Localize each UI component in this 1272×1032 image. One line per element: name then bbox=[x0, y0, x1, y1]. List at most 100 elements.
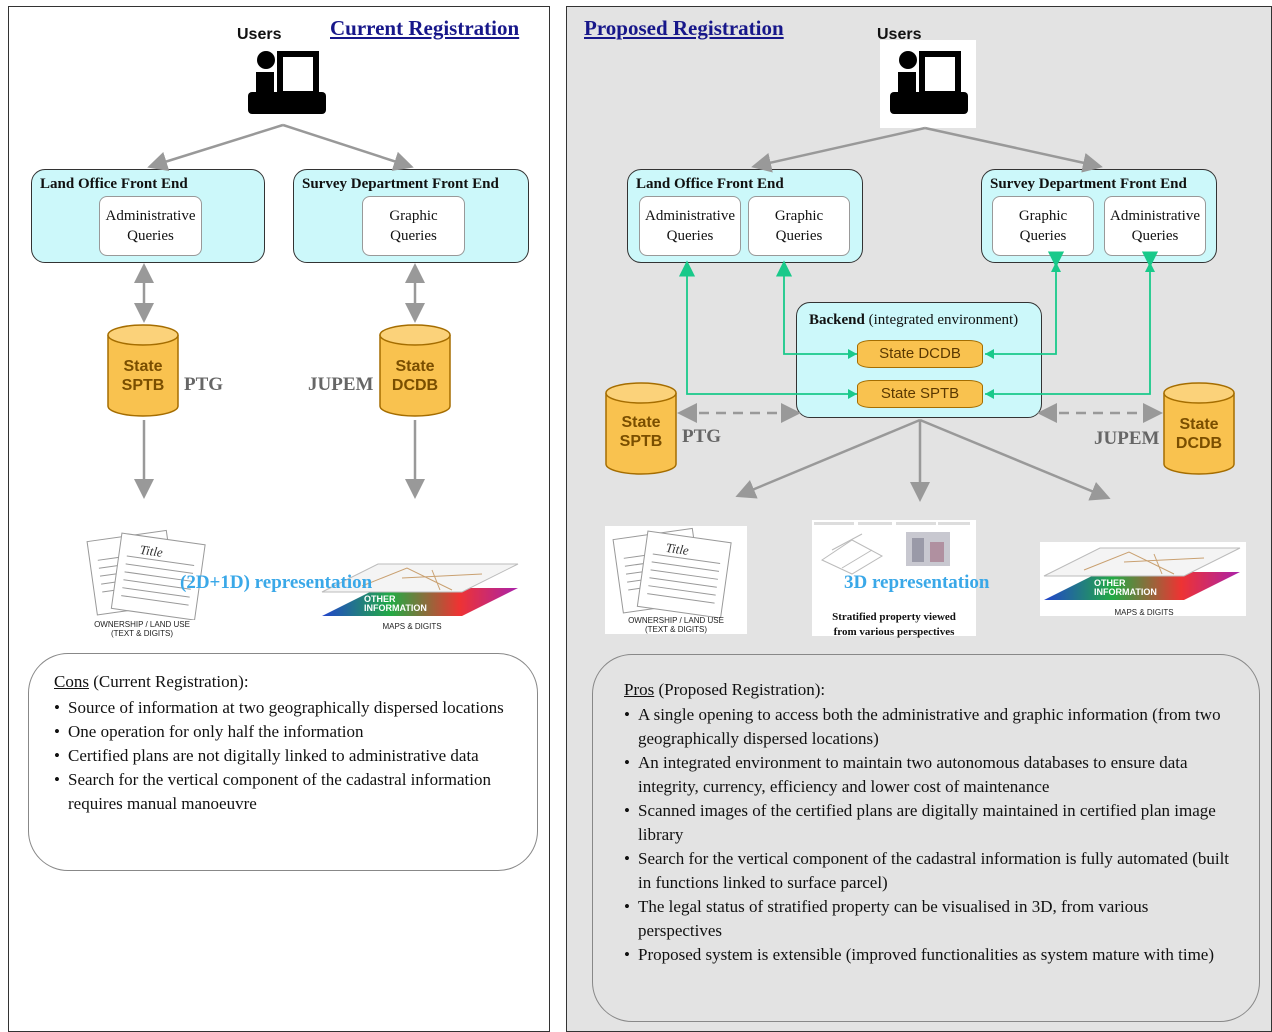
db-label: State bbox=[1179, 416, 1219, 433]
other-info-line: OTHER bbox=[364, 594, 396, 604]
document-stack-icon: Title bbox=[86, 529, 206, 620]
query-label: Graphic bbox=[1018, 208, 1068, 224]
stratified-line: from various perspectives bbox=[833, 626, 955, 638]
stratified-caption: Stratified property viewed from various … bbox=[812, 610, 976, 640]
pros-item: Proposed system is extensible (improved … bbox=[624, 943, 1230, 967]
representation-label: (2D+1D) representation bbox=[180, 572, 373, 593]
layered-map-icon: OTHER INFORMATION bbox=[1043, 547, 1241, 600]
ownership-label: OWNERSHIP / LAND USE (TEXT & DIGITS) bbox=[606, 616, 746, 634]
survey-department-title: Survey Department Front End bbox=[990, 176, 1187, 192]
query-label: Graphic bbox=[774, 208, 824, 224]
query-label: Queries bbox=[390, 228, 437, 244]
graphic-queries-box: Graphic Queries bbox=[362, 196, 465, 256]
backend-title: Backend (integrated environment) bbox=[809, 312, 1018, 329]
query-label: Queries bbox=[666, 228, 714, 244]
state-dcdb-backend-db: State DCDB bbox=[857, 340, 983, 368]
3d-view-image: Stratified property viewed from various … bbox=[812, 520, 976, 638]
survey-department-title: Survey Department Front End bbox=[302, 176, 499, 192]
representation-label: 3D representation bbox=[844, 572, 990, 593]
pros-title-word: Pros bbox=[624, 680, 655, 699]
db-label: SPTB bbox=[121, 377, 165, 394]
pros-list: A single opening to access both the admi… bbox=[624, 703, 1230, 967]
pros-item: A single opening to access both the admi… bbox=[624, 703, 1230, 751]
query-label: Administrative bbox=[105, 208, 196, 224]
query-label: Queries bbox=[127, 228, 174, 244]
land-office-front-end: Land Office Front End Administrative Que… bbox=[31, 169, 265, 263]
jupem-label: JUPEM bbox=[308, 374, 374, 395]
ptg-label: PTG bbox=[682, 426, 722, 447]
cons-title: Cons (Current Registration): bbox=[54, 672, 249, 692]
ownership-label: OWNERSHIP / LAND USE (TEXT & DIGITS) bbox=[72, 620, 212, 638]
query-label: Queries bbox=[775, 228, 823, 244]
maps-label: MAPS & DIGITS bbox=[382, 622, 442, 631]
administrative-queries-box: Administrative Queries bbox=[99, 196, 202, 256]
user-at-computer-icon bbox=[248, 51, 326, 114]
ownership-line: OWNERSHIP / LAND USE bbox=[94, 620, 190, 629]
query-label: Administrative bbox=[1110, 208, 1200, 224]
backend-title-bold: Backend bbox=[809, 312, 865, 328]
pros-box bbox=[592, 654, 1260, 1022]
state-sptb-database: State SPTB bbox=[604, 381, 678, 476]
title-card-word: Title bbox=[139, 542, 164, 560]
db-label: State bbox=[395, 358, 435, 375]
proposed-registration-heading: Proposed Registration bbox=[584, 16, 784, 40]
land-office-front-end: Land Office Front End Administrative Que… bbox=[627, 169, 863, 263]
pros-item: Search for the vertical component of the… bbox=[624, 847, 1230, 895]
pros-item: The legal status of stratified property … bbox=[624, 895, 1230, 943]
state-sptb-backend-db: State SPTB bbox=[857, 380, 983, 408]
cons-list: Source of information at two geographica… bbox=[54, 696, 524, 816]
stratified-line: Stratified property viewed bbox=[832, 611, 956, 623]
db-label: DCDB bbox=[391, 377, 439, 394]
state-dcdb-database: State DCDB bbox=[1162, 381, 1236, 476]
cons-item: Certified plans are not digitally linked… bbox=[54, 744, 524, 768]
cons-item: Source of information at two geographica… bbox=[54, 696, 524, 720]
jupem-label: JUPEM bbox=[1094, 428, 1160, 449]
ownership-line: OWNERSHIP / LAND USE bbox=[628, 616, 724, 625]
graphic-queries-box: Graphic Queries bbox=[748, 196, 850, 256]
ownership-line: (TEXT & DIGITS) bbox=[110, 629, 174, 638]
query-label: Queries bbox=[1131, 228, 1179, 244]
db-label: State bbox=[621, 414, 661, 431]
other-info-line: INFORMATION bbox=[1094, 587, 1157, 597]
query-label: Queries bbox=[1019, 228, 1067, 244]
db-label: DCDB bbox=[1175, 435, 1223, 452]
state-dcdb-database: State DCDB bbox=[378, 323, 452, 418]
land-office-title: Land Office Front End bbox=[40, 176, 188, 192]
administrative-queries-box: Administrative Queries bbox=[1104, 196, 1206, 256]
ptg-label: PTG bbox=[184, 374, 224, 395]
maps-label: MAPS & DIGITS bbox=[1114, 608, 1174, 617]
db-label: State bbox=[123, 358, 163, 375]
pros-title: Pros (Proposed Registration): bbox=[624, 680, 825, 700]
cons-title-rest: (Current Registration): bbox=[88, 672, 249, 691]
survey-department-front-end: Survey Department Front End Graphic Quer… bbox=[981, 169, 1217, 263]
other-info-line: INFORMATION bbox=[364, 603, 427, 613]
users-label: Users bbox=[877, 26, 922, 43]
cons-item: One operation for only half the informat… bbox=[54, 720, 524, 744]
other-info-line: OTHER bbox=[1094, 578, 1126, 588]
pros-title-rest: (Proposed Registration): bbox=[654, 680, 826, 699]
document-stack-icon: Title bbox=[612, 527, 732, 618]
state-sptb-database: State SPTB bbox=[106, 323, 180, 418]
cons-item: Search for the vertical component of the… bbox=[54, 768, 524, 816]
land-office-title: Land Office Front End bbox=[636, 176, 784, 192]
current-registration-heading: Current Registration bbox=[330, 16, 520, 40]
query-label: Graphic bbox=[389, 208, 438, 224]
3d-building-sketch-icon bbox=[814, 522, 970, 575]
title-card-word: Title bbox=[665, 540, 690, 558]
cons-title-word: Cons bbox=[54, 672, 89, 691]
graphic-queries-box: Graphic Queries bbox=[992, 196, 1094, 256]
layered-map-icon: OTHER INFORMATION bbox=[321, 563, 519, 616]
backend-title-rest: (integrated environment) bbox=[864, 312, 1019, 328]
survey-department-front-end: Survey Department Front End Graphic Quer… bbox=[293, 169, 529, 263]
users-label: Users bbox=[237, 26, 282, 43]
administrative-queries-box: Administrative Queries bbox=[639, 196, 741, 256]
db-label: SPTB bbox=[619, 433, 663, 450]
pros-item: An integrated environment to maintain tw… bbox=[624, 751, 1230, 799]
ownership-line: (TEXT & DIGITS) bbox=[644, 625, 708, 634]
query-label: Administrative bbox=[645, 208, 735, 224]
cons-box bbox=[28, 653, 538, 871]
pros-item: Scanned images of the certified plans ar… bbox=[624, 799, 1230, 847]
user-at-computer-icon bbox=[890, 51, 968, 114]
